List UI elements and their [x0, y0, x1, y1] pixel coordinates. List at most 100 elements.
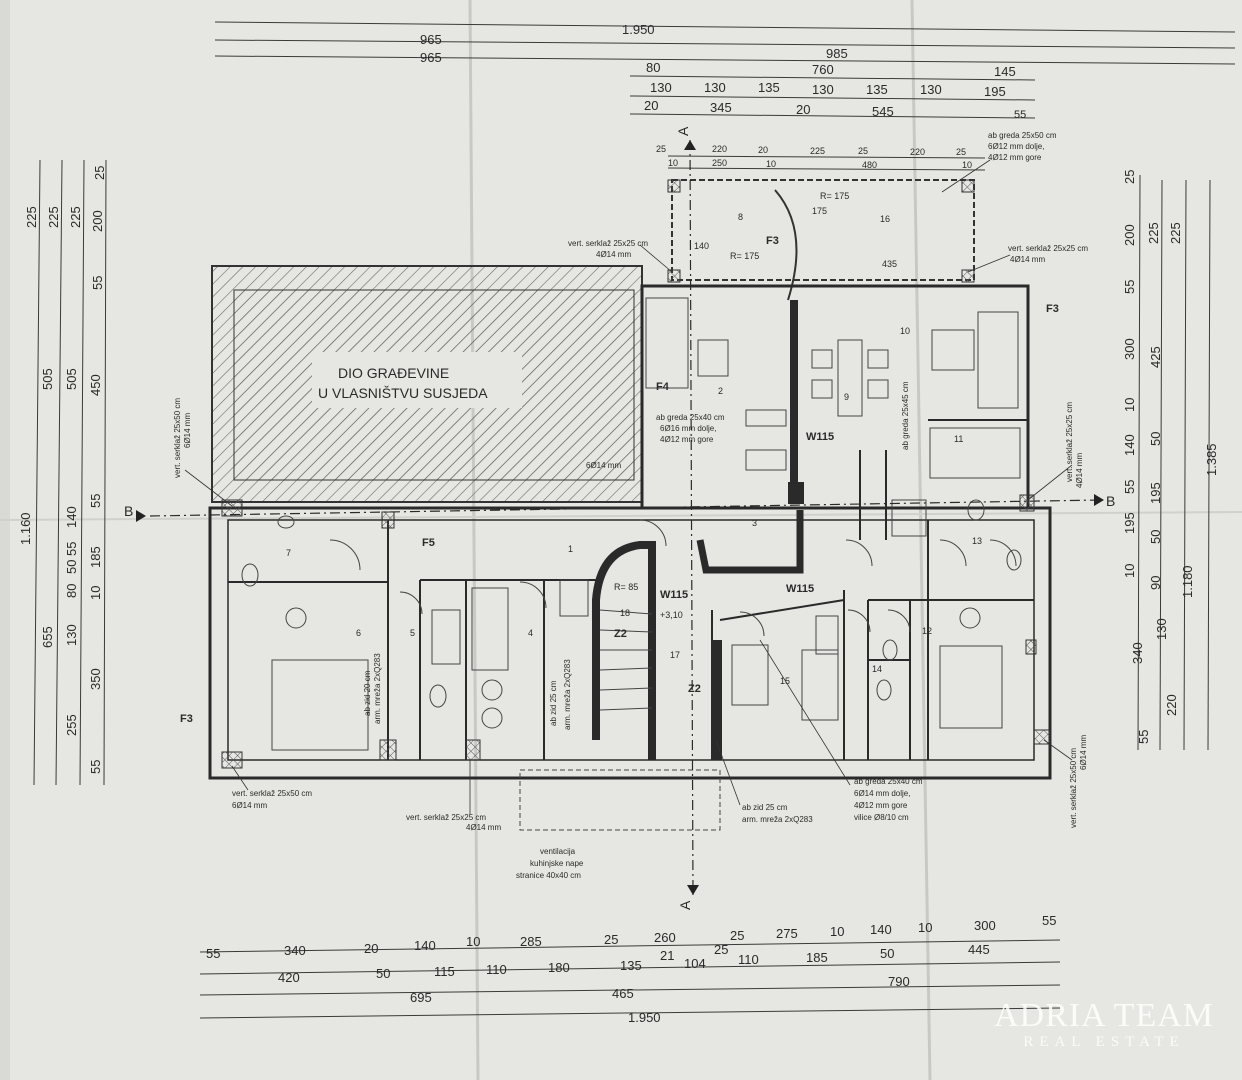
door-code: Z2: [614, 628, 627, 640]
dimension-line: [199, 939, 1061, 953]
note-greda: ab greda 25x50 cm: [988, 131, 1057, 140]
column: [667, 179, 681, 193]
door-swing: [845, 539, 873, 567]
dim-left: 200: [90, 210, 105, 232]
wall-code: W115: [786, 583, 814, 595]
dim-right: 1.385: [1204, 443, 1219, 476]
dim-terrace: 220: [910, 147, 925, 157]
dim-right: 195: [1148, 482, 1163, 504]
dim-left: 350: [88, 668, 103, 690]
dim-right: 200: [1122, 224, 1137, 246]
leader-line: [715, 739, 741, 806]
dimension-line: [33, 159, 41, 786]
dim-bottom: 110: [738, 952, 759, 967]
single-bed: [801, 649, 839, 721]
dim-top: 135: [866, 82, 888, 97]
dim-bottom: 104: [684, 956, 706, 971]
leader-line: [967, 254, 1011, 273]
dim-left: 255: [64, 714, 79, 736]
dim-top: 130: [812, 82, 834, 97]
door-swing: [329, 539, 361, 571]
dim-right: 25: [1122, 170, 1137, 184]
dim-left: 55: [90, 276, 105, 290]
column: [465, 739, 481, 761]
dim-terrace: 25: [858, 146, 868, 156]
dim-top: 145: [994, 64, 1016, 79]
note-serklaz: vert. serklaž 25x50 cm: [1069, 748, 1078, 828]
chair: [811, 379, 833, 399]
section-b-arrow-left: [136, 510, 146, 522]
dim-left: 50: [64, 560, 79, 574]
dim-left: 130: [64, 624, 79, 646]
stair-tread: [599, 629, 653, 633]
section-b-arrow-right: [1094, 494, 1104, 506]
section-a-arrow-bottom: [687, 885, 699, 895]
note-serklaz: vert. serklaž 25x50 cm: [173, 398, 182, 478]
dim-bottom: 110: [486, 962, 507, 977]
stair-radius: R= 85: [614, 582, 638, 592]
dim-bottom: 140: [414, 938, 436, 953]
washbasin: [277, 515, 295, 529]
column: [381, 511, 395, 529]
dim-terrace: 480: [862, 160, 877, 170]
paper-sheet: [10, 0, 1242, 1080]
dim-right: 425: [1148, 346, 1163, 368]
dim-bottom: 10: [918, 920, 932, 935]
dim-left: 225: [68, 206, 83, 228]
note-greda: 4Ø12 mm gore: [988, 153, 1042, 162]
table-round: [959, 607, 981, 629]
note-greda: 4Ø12 mm gore: [660, 435, 714, 444]
neighbour-title-backdrop: [312, 352, 522, 408]
dim-bottom: 140: [870, 922, 892, 937]
paper-fold: [0, 511, 1242, 521]
column: [1025, 639, 1037, 655]
shower: [815, 615, 839, 655]
door-swing: [939, 539, 967, 567]
watermark: ADRIA TEAM REAL ESTATE: [994, 997, 1214, 1051]
dim-bottom: 50: [376, 966, 390, 981]
room-number: 4: [528, 628, 533, 638]
building-outline-north: [640, 284, 1030, 510]
section-a-label: A: [677, 900, 693, 910]
note-ab-zid: arm. mreža 2xQ283: [563, 659, 572, 730]
terrace-dim: 435: [882, 259, 897, 269]
dimension-line: [667, 167, 986, 171]
dim-bottom: 25: [714, 942, 728, 957]
note-greda: ab greda 25x40 cm: [854, 777, 923, 786]
washing-machine: [481, 679, 503, 701]
section-line-a: [689, 139, 694, 896]
dim-bottom: 10: [466, 934, 480, 949]
dim-left: 655: [40, 626, 55, 648]
dim-top: 55: [1014, 109, 1026, 121]
neighbour-title-line1: DIO GRAĐEVINE: [338, 365, 449, 381]
toilet: [241, 563, 259, 587]
stair-tread: [599, 687, 653, 691]
watermark-line1: ADRIA TEAM: [994, 997, 1214, 1034]
dim-terrace: 20: [758, 145, 768, 155]
dim-left: 140: [64, 506, 79, 528]
interior-wall: [719, 599, 845, 621]
dim-left: 1.160: [18, 512, 33, 545]
dim-bottom: 260: [654, 930, 676, 945]
dimension-line: [214, 39, 1236, 49]
note-ab-zid: arm. mreža 2xQ283: [373, 653, 382, 724]
leader-line: [759, 639, 851, 786]
section-b-label: B: [124, 503, 133, 519]
door-swing: [519, 581, 547, 609]
wall-ab-25: [712, 640, 722, 760]
dim-right: 90: [1148, 576, 1163, 590]
dim-bottom: 25: [730, 928, 744, 943]
door-swing: [847, 609, 871, 633]
dim-right: 10: [1122, 564, 1137, 578]
note-serklaz: vert. serklaž 25x25 cm: [568, 239, 648, 248]
room-number: 15: [780, 676, 790, 686]
sofa: [645, 297, 689, 389]
dim-right: 10: [1122, 398, 1137, 412]
room-number: 12: [922, 626, 932, 636]
door-code: Z2: [688, 683, 701, 695]
room-number: 10: [900, 326, 910, 336]
sofa: [977, 311, 1019, 409]
room-number: 18: [620, 608, 630, 618]
dim-bottom: 10: [830, 924, 844, 939]
section-a-arrow-top: [684, 140, 696, 150]
